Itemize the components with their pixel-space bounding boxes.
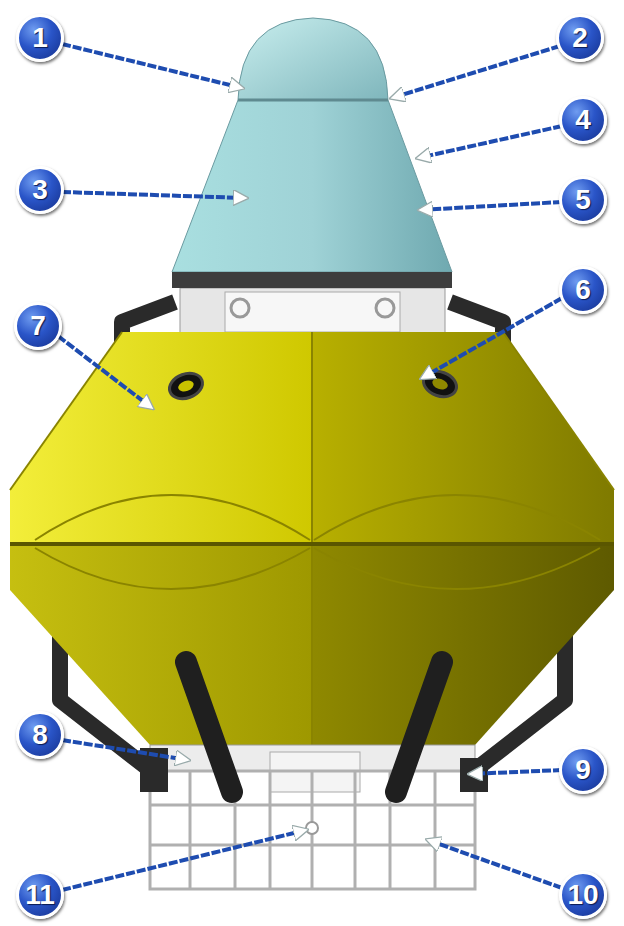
callout-number: 11: [16, 871, 64, 919]
callout-number: 6: [559, 266, 607, 314]
callout-text: 5: [575, 186, 591, 214]
panel-curve: [10, 332, 614, 745]
callout-number: 7: [14, 302, 62, 350]
callout-number: 10: [559, 871, 607, 919]
panel-hole-inner: [431, 377, 449, 392]
callout-text: 10: [567, 881, 598, 909]
callout-text: 11: [25, 881, 55, 909]
callout-text: 3: [32, 176, 48, 204]
callout-number: 8: [16, 711, 64, 759]
callout-number: 3: [16, 166, 64, 214]
callout-text: 4: [575, 106, 591, 134]
collar-ring: [225, 292, 400, 332]
callout-number: 4: [559, 96, 607, 144]
lifting-lug: [231, 299, 249, 317]
buoyancy-panel: [312, 546, 614, 745]
callout-text: 2: [572, 24, 588, 52]
buoyancy-panel: [312, 332, 614, 542]
cone-base-band: [172, 272, 452, 288]
cone: [172, 100, 452, 272]
callout-text: 1: [32, 24, 48, 52]
dome: [238, 18, 388, 100]
leader-line: [58, 44, 562, 890]
callout-number: 1: [16, 14, 64, 62]
buoyancy-panel: [10, 332, 312, 542]
panel-seam: [10, 542, 614, 546]
callout-number: 2: [556, 14, 604, 62]
cage-fitting: [306, 822, 318, 834]
cage-frame: [150, 771, 475, 889]
leg-pipe: [186, 662, 442, 792]
buoyancy-panel: [10, 546, 312, 745]
callout-number: 9: [559, 746, 607, 794]
callout-text: 8: [32, 721, 48, 749]
callout-text: 9: [575, 756, 591, 784]
collar: [180, 288, 445, 334]
dome-seam: [238, 99, 388, 102]
panel-hole-inner: [177, 379, 195, 394]
callout-number: 5: [559, 176, 607, 224]
callout-text: 7: [30, 312, 46, 340]
lifting-lug: [376, 299, 394, 317]
panel-hole: [166, 369, 206, 403]
panel-hole: [420, 367, 460, 401]
callout-text: 6: [575, 276, 591, 304]
